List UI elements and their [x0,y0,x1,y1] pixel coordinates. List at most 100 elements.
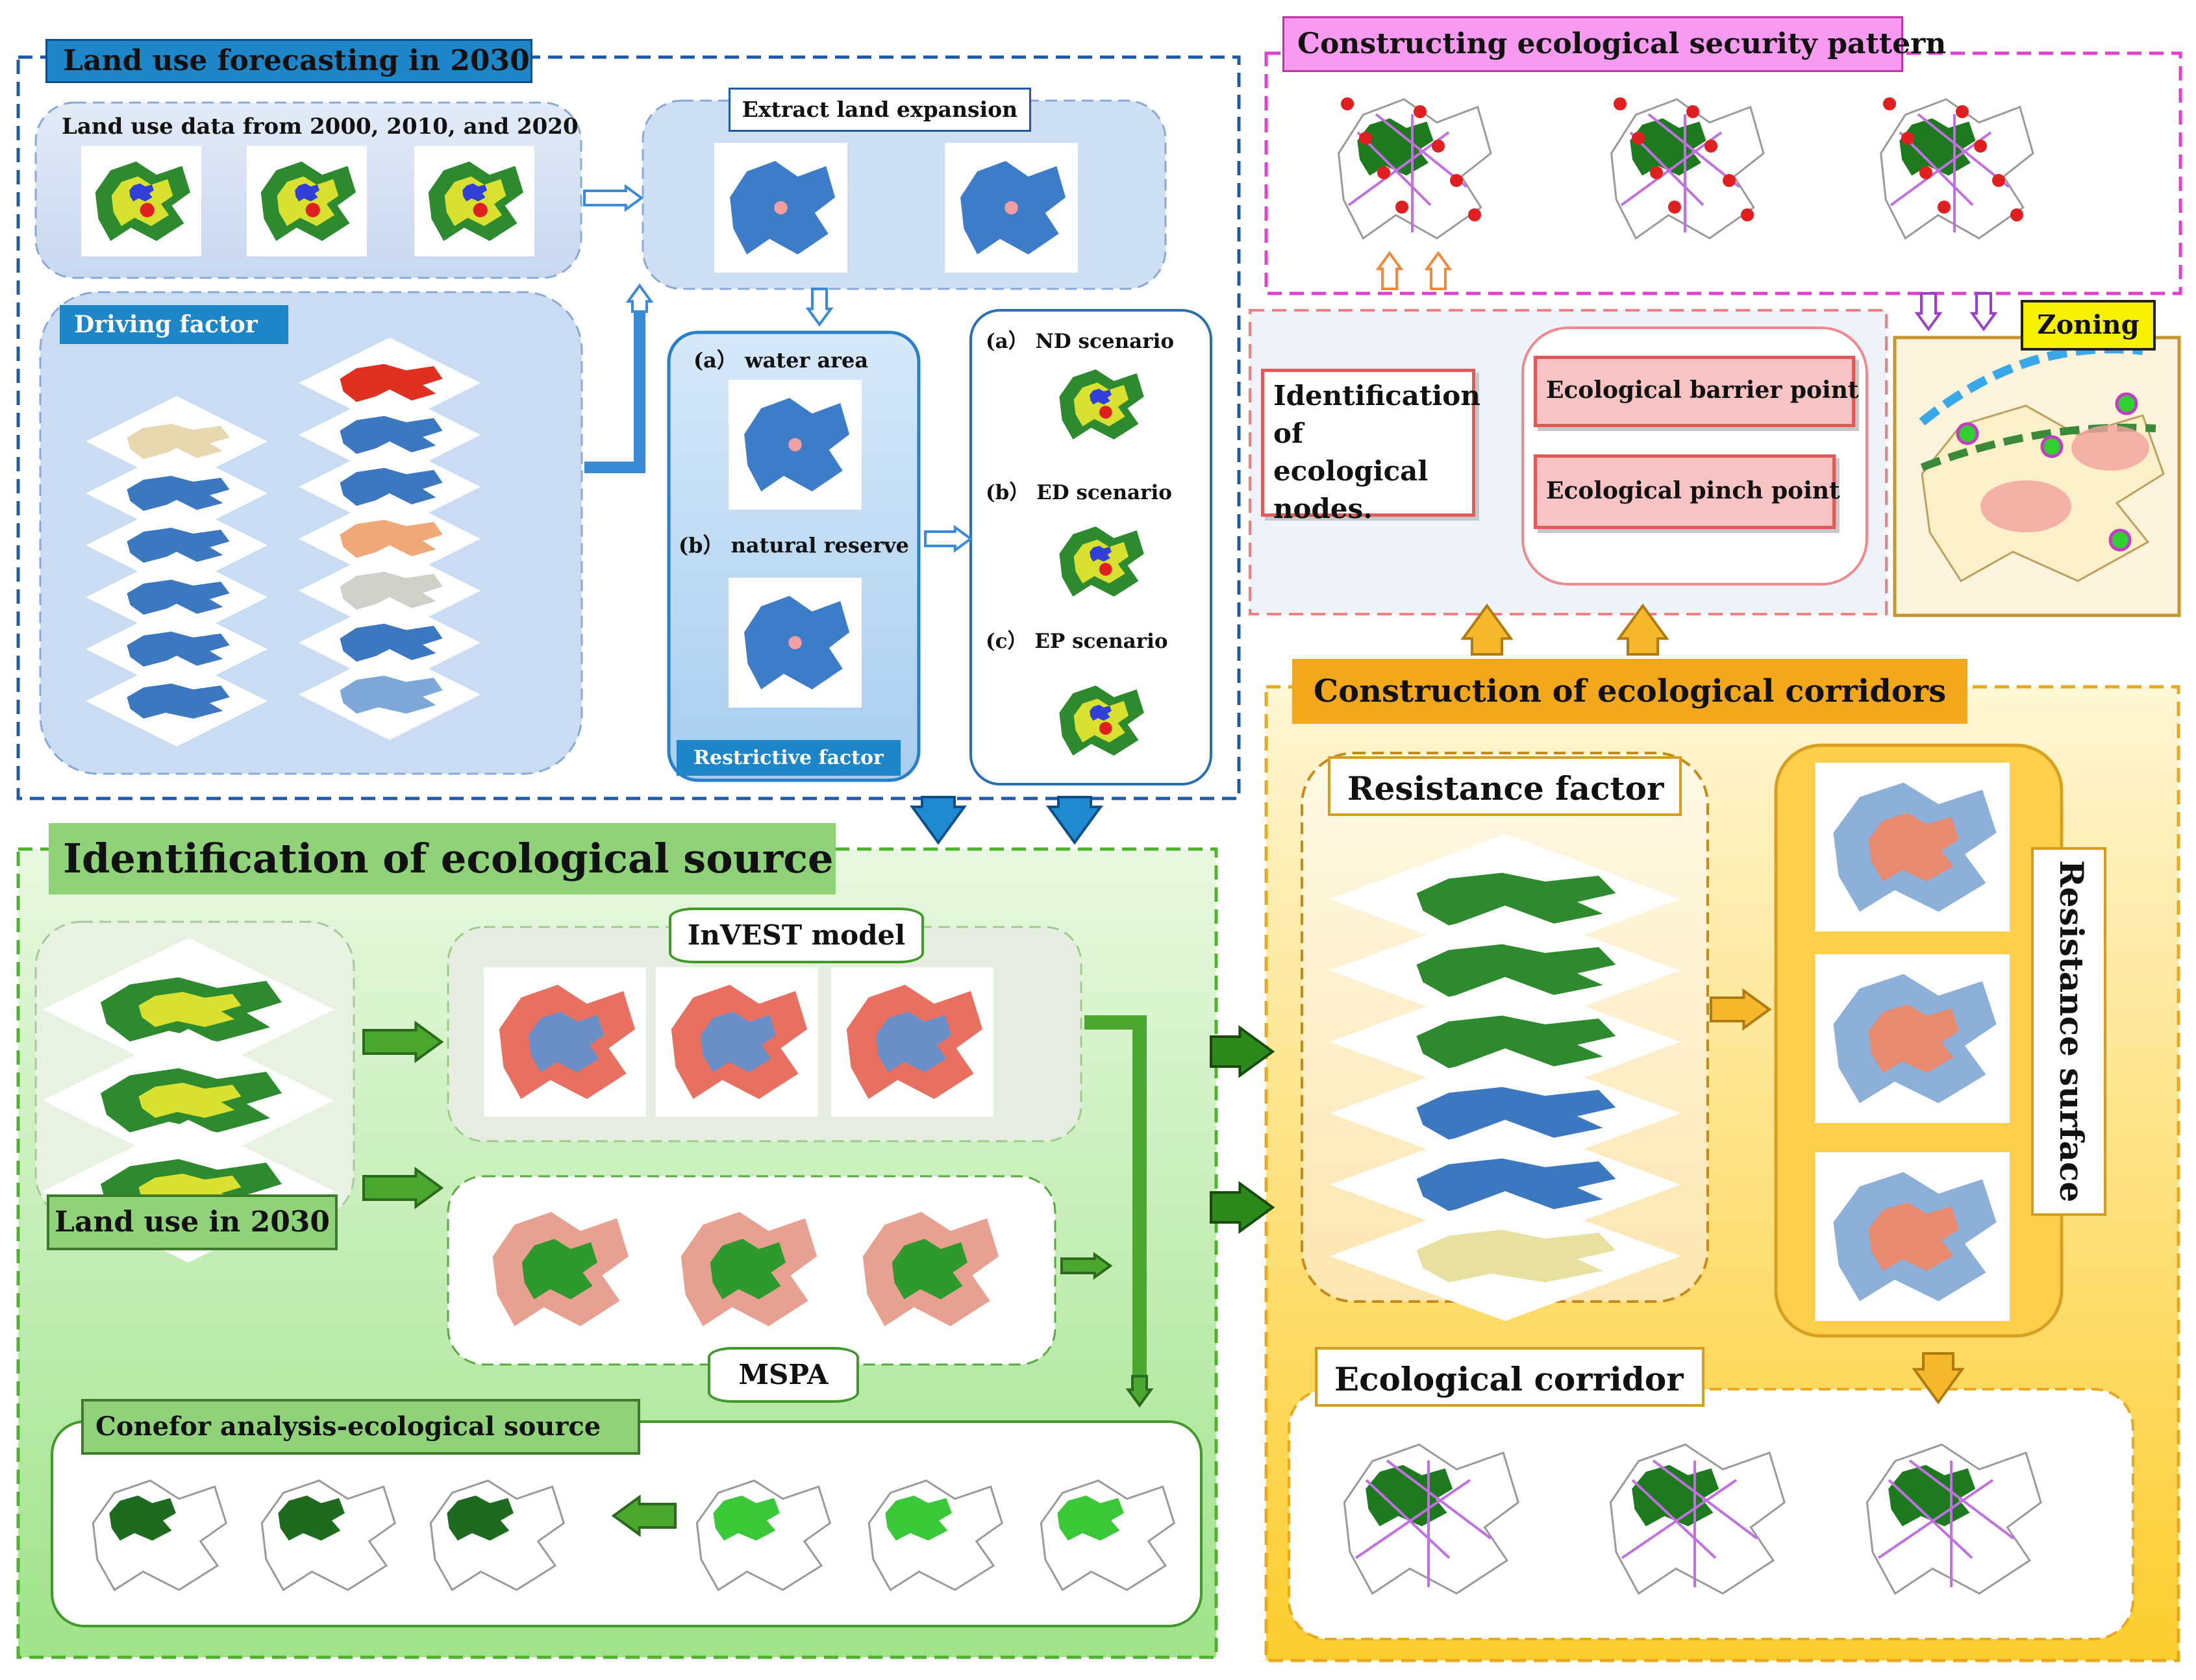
driving-map-r-5 [340,623,443,662]
conefor-result-0-green [109,1495,176,1541]
landuse2030-core-1 [138,1083,242,1118]
security-node-0-6 [1450,174,1463,187]
arrow-blue-down-1 [910,796,967,845]
ecological-corridor-label: Ecological corridor [1315,1347,1704,1407]
security-map-1-corridor-1 [1647,113,1741,188]
conefor-input-0-green [713,1495,780,1541]
zoning-ellipse-2 [2071,425,2149,471]
arrow-restrict-to-scenario [924,525,973,553]
corridor-map-0-green [1366,1464,1453,1527]
security-title: Constructing ecological security pattern [1282,16,1946,72]
map-2020-yellow [444,176,506,227]
resistance-surface-label: Resistance surface [2031,847,2106,1216]
conefor-input-1-green [885,1495,952,1541]
corridor-map-0-corridor-0 [1365,1479,1451,1559]
security-map-1-corridor-0 [1629,131,1704,206]
arrow-blue-down-2 [1046,796,1103,845]
arrow-corridor-up-2 [1616,603,1669,656]
arrow-driving-up [625,283,654,313]
map-thumbnails [42,97,2165,1595]
corridor-map-1-corridor-2 [1621,1479,1738,1559]
security-node-2-6 [1992,174,2005,187]
resistance-surface-map-0-core [1868,813,1959,882]
landuse2030-core-0 [138,992,242,1027]
zoning-node-3 [2108,528,2132,552]
extract-map-1-spot [774,201,788,215]
security-node-2-4 [1956,105,1969,118]
map-2020-water [462,183,487,202]
driving-map-r-6 [340,675,443,714]
security-node-1-3 [1668,201,1681,214]
corridor-map-1-corridor-0 [1631,1479,1717,1559]
pinch-point-label: Ecological pinch point [1534,454,1840,529]
security-node-1-0 [1614,97,1627,110]
zoning-node-2 [2115,392,2138,415]
mspa-map-2-core [892,1239,967,1300]
driving-map-r-4 [340,571,443,610]
resistance-map-1 [1416,944,1616,997]
corridor-title: Construction of ecological corridors [1292,659,1967,724]
security-node-2-5 [1974,140,1987,153]
arrow-nodes-up-2 [1424,251,1453,290]
mspa-label: MSPA [708,1347,859,1403]
arrow-zoning-down-2 [1969,292,1998,332]
map-2000-yellow [111,176,173,227]
arrow-surface-to-corridor [1912,1352,1965,1405]
arrow-source-to-corridor-2 [1210,1181,1275,1234]
resistance-surface-map-1-core [1868,1004,1959,1073]
driving-map-r-1 [340,415,443,454]
security-map-0-corridor-1 [1375,113,1468,188]
scenario-b-label: (b） ED scenario [986,481,1172,504]
security-map-2-corridor-1 [1917,113,2010,188]
zoning-node-0 [1956,422,1979,445]
invest-map-1-core [700,1011,776,1072]
driving-map-r-0 [340,364,443,402]
map-2020-urban [473,203,488,217]
scenario-map-ep-water [1090,704,1112,721]
conefor-result-2-green [447,1495,514,1541]
corridor-map-0-corridor-1 [1386,1459,1492,1540]
security-node-0-0 [1341,97,1354,110]
security-node-0-5 [1432,140,1445,153]
arrow-driving-line [584,305,645,473]
map-2010-urban [305,203,320,217]
security-map-2-green [1899,118,1976,176]
nodes-label: Identification of ecological nodes. [1261,369,1480,525]
security-node-2-3 [1938,201,1951,214]
corridor-map-2-corridor-1 [1908,1459,2015,1540]
arrow-source-to-corridor-1 [1210,1025,1275,1078]
extract-label: Extract land expansion [729,88,1031,132]
land-use-2030-label: Land use in 2030 [47,1194,338,1250]
source-title: Identification of ecological source [49,823,836,895]
security-node-1-7 [1741,208,1754,221]
corridor-map-1-corridor-1 [1652,1459,1758,1540]
driving-map-l-3 [127,580,230,615]
flow-arrows [362,184,1998,1537]
driving-map-r-3 [340,519,443,558]
driving-map-l-4 [127,632,230,667]
driving-map-l-5 [127,684,230,719]
security-node-2-7 [2010,208,2023,221]
arrow-nodes-up-1 [1375,251,1404,290]
scenario-map-nd-yellow [1073,382,1129,426]
restrict-map-reserve-spot [788,636,802,650]
security-map-1-green [1630,118,1706,176]
conefor-label: Conefor analysis-ecological source [81,1399,640,1455]
security-node-2-1 [1901,132,1914,145]
security-node-1-1 [1632,132,1645,145]
arrow-factor-to-surface [1710,988,1772,1031]
security-node-1-6 [1723,174,1736,187]
arrow-invest-line [1084,1015,1147,1383]
corridor-map-2-corridor-0 [1888,1479,1973,1559]
corridor-map-2-green [1888,1464,1976,1527]
resistance-map-2 [1416,1015,1616,1069]
corridor-map-1-green [1632,1464,1719,1527]
resistance-map-5 [1416,1229,1616,1283]
invest-map-2-core [875,1011,951,1072]
resistance-map-3 [1416,1087,1616,1140]
arrow-conefor-left [611,1494,677,1537]
zoning-node-1 [2040,435,2064,458]
restrict-a-label: (a） water area [693,348,869,373]
corridor-map-0-corridor-2 [1354,1479,1471,1559]
scenario-c-label: (c） EP scenario [986,630,1168,653]
